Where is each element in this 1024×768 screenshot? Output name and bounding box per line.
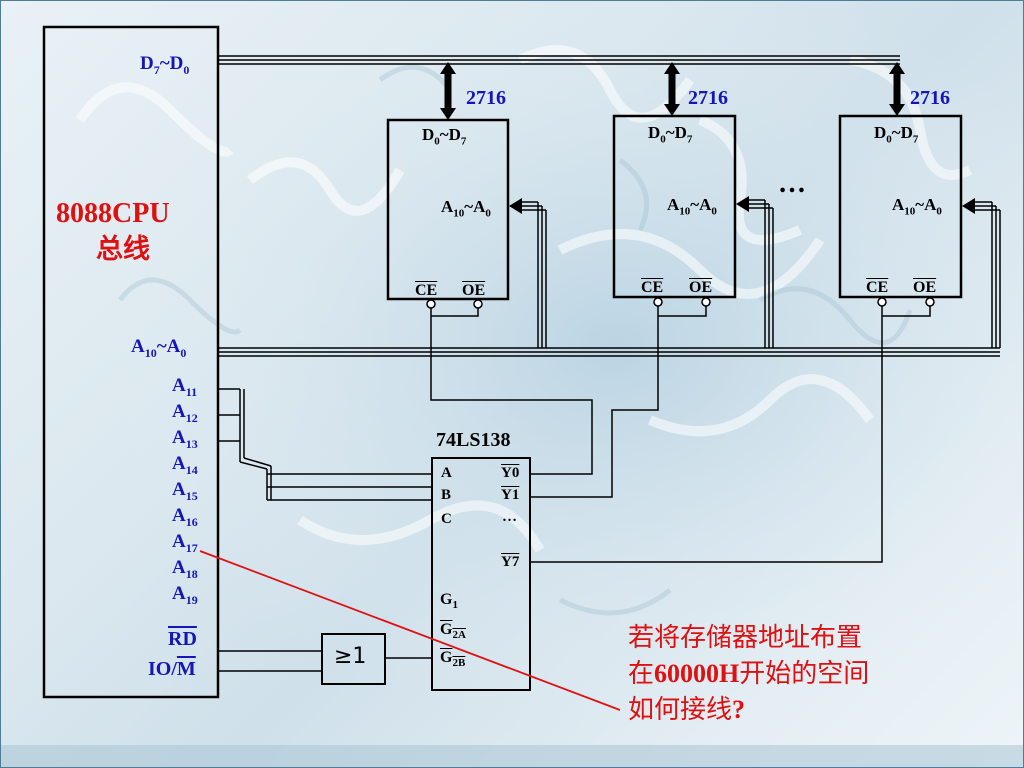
cpu-rd-label: RD [168, 628, 197, 650]
address-feeds [509, 196, 1001, 348]
chip-3-data-pin: D0~D7 [874, 123, 919, 146]
chip-2716-2-box [612, 114, 737, 299]
chip-3-addr-pin: A10~A0 [892, 195, 942, 218]
cpu-data-bus-label: D7~D0 [140, 53, 190, 77]
chip-1-name: 2716 [466, 87, 506, 109]
chips-ellipsis: … [778, 168, 806, 199]
cpu-address-line-15: A15 [172, 479, 198, 503]
cpu-address-line-17: A17 [172, 531, 198, 555]
cpu-address-line-19: A19 [172, 583, 198, 607]
data-bus [218, 55, 900, 65]
decoder-name: 74LS138 [436, 429, 511, 451]
chip-2-ce-pin: CE [641, 279, 664, 296]
note-line-2: 在60000H开始的空间 [628, 659, 870, 689]
decoder-address-wiring [218, 388, 432, 501]
chip-2716-3-box [838, 114, 963, 299]
decoder-74ls138-box [431, 457, 531, 691]
cpu-subtitle: 总线 [96, 234, 150, 265]
decoder-pin-g1: G1 [440, 591, 458, 612]
decoder-pin-y0: Y0 [501, 465, 520, 481]
cpu-address-bus-label: A10~A0 [131, 336, 187, 360]
cpu-address-line-14: A14 [172, 453, 198, 477]
decoder-pin-y1: Y1 [501, 487, 520, 503]
ce-oe-bubbles [426, 297, 935, 309]
cpu-address-line-13: A13 [172, 427, 198, 451]
question-note: 若将存储器地址布置 在60000H开始的空间 如何接线? [628, 620, 869, 728]
chip-1-oe-pin: OE [462, 282, 486, 299]
chip-2-name: 2716 [688, 87, 728, 109]
note-line-1: 若将存储器地址布置 [628, 623, 863, 653]
gate-wiring [218, 650, 432, 672]
cpu-bus-box [42, 25, 220, 699]
decoder-pin-g2b: G2B [440, 649, 466, 670]
chip-1-ce-pin: CE [415, 282, 438, 299]
cpu-iom-label: IO/M [148, 658, 196, 680]
oe-wiring [431, 306, 931, 317]
decoder-pin-g2a: G2A [440, 621, 466, 642]
chip-2-data-pin: D0~D7 [648, 123, 693, 146]
cpu-address-line-16: A16 [172, 505, 198, 529]
cpu-title: 8088CPU [56, 198, 170, 229]
chip-3-name: 2716 [910, 87, 950, 109]
cpu-address-line-11: A11 [172, 375, 198, 399]
data-arrows [440, 62, 905, 120]
or-gate-box [321, 633, 386, 685]
decoder-pin-dots: … [502, 509, 517, 525]
decoder-pin-a: A [441, 465, 452, 481]
note-line-3: 如何接线? [628, 695, 746, 725]
decoder-pin-y7: Y7 [501, 554, 520, 570]
decoder-pin-b: B [441, 487, 452, 503]
chip-2-addr-pin: A10~A0 [667, 195, 717, 218]
cpu-address-line-12: A12 [172, 401, 198, 425]
chip-3-oe-pin: OE [913, 279, 937, 296]
chip-3-ce-pin: CE [866, 279, 889, 296]
chip-1-addr-pin: A10~A0 [441, 197, 491, 220]
or-gate-label: ≥1 [334, 644, 367, 669]
decoder-pin-c: C [441, 511, 452, 527]
ce-wiring [430, 306, 883, 563]
chip-2-oe-pin: OE [689, 279, 713, 296]
address-bus [218, 347, 1000, 357]
annotation-line [199, 550, 621, 711]
cpu-address-line-18: A18 [172, 557, 198, 581]
chip-1-data-pin: D0~D7 [422, 125, 467, 148]
